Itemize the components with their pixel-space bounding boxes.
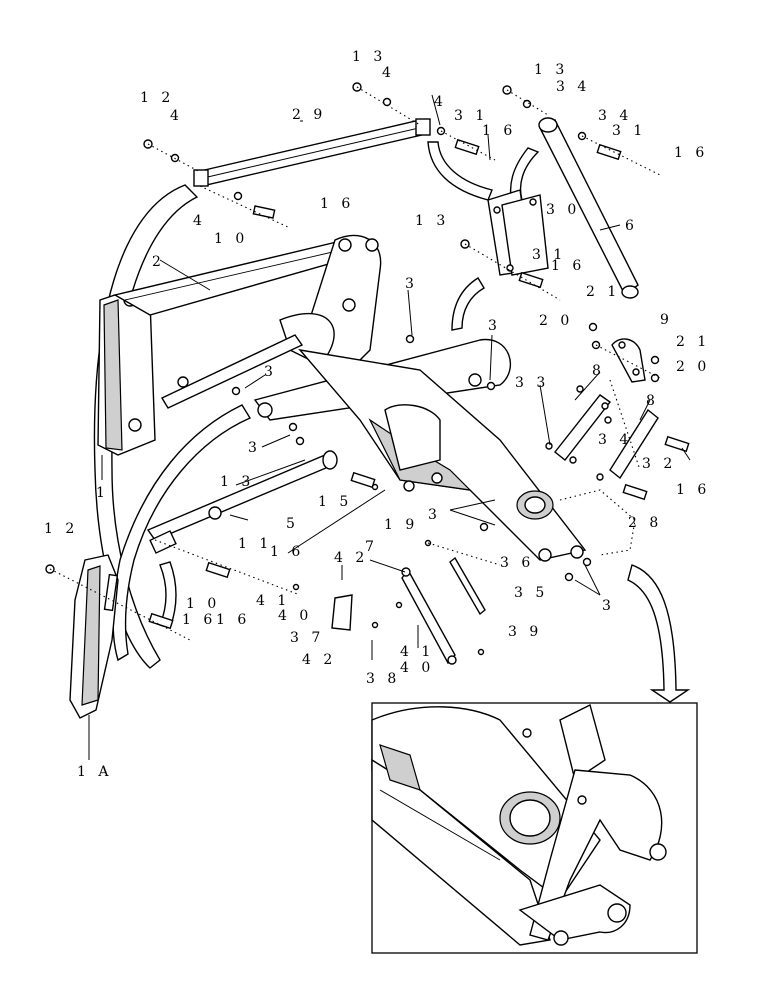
- pin-32: [664, 435, 690, 453]
- callout-35: 3 5: [514, 585, 548, 601]
- callout-31: 3 1: [532, 247, 566, 263]
- link-9: [611, 338, 646, 383]
- callout-16: 1 6: [674, 145, 708, 161]
- link-35: [449, 556, 486, 616]
- callout-3: 3: [488, 318, 501, 334]
- link-8-left: [554, 394, 612, 461]
- callout-40: 4 0: [278, 608, 312, 624]
- callout-37: 3 7: [290, 630, 324, 646]
- main-arm-body: [298, 348, 587, 562]
- callout-36: 3 6: [500, 555, 534, 571]
- pin-11: [205, 561, 231, 579]
- callout-32: 3 2: [642, 456, 676, 472]
- lift-cylinder-left: [161, 334, 304, 409]
- callout-1a: 1 A: [77, 764, 112, 780]
- callout-7: 7: [365, 539, 378, 555]
- link-7: [401, 567, 457, 665]
- callout-3: 3: [264, 364, 277, 380]
- callout-19: 1 9: [384, 517, 418, 533]
- bracket-37: [331, 594, 353, 631]
- curved-arrow-plate-c: [451, 277, 485, 331]
- callout-5: 5: [286, 516, 299, 532]
- left-upright-frame: [97, 293, 156, 456]
- callout-10: 1 0: [186, 596, 220, 612]
- callout-4: 4: [193, 213, 206, 229]
- callout-1: 1: [96, 485, 109, 501]
- callout-4: 4: [382, 65, 395, 81]
- leader-lines: [88, 94, 691, 760]
- pin-31-c: [518, 271, 544, 289]
- assembly-dotted-lines: [49, 86, 661, 641]
- callout-21: 2 1: [586, 284, 620, 300]
- callout-8: 8: [592, 363, 605, 379]
- callout-31: 3 1: [612, 123, 646, 139]
- callout-33: 3 3: [515, 375, 549, 391]
- pin-10-upper: [252, 205, 276, 219]
- callout-16: 1 6: [551, 258, 585, 274]
- callout-13: 1 3: [534, 62, 568, 78]
- callout-34: 3 4: [598, 108, 632, 124]
- callout-12: 1 2: [44, 521, 78, 537]
- callout-34: 3 4: [598, 432, 632, 448]
- curved-arrow-lower: [112, 404, 252, 662]
- callout-8: 8: [646, 393, 659, 409]
- inset-pointer-arrow: [627, 564, 691, 703]
- callout-3: 3: [405, 276, 418, 292]
- callout-13: 1 3: [415, 213, 449, 229]
- callout-3: 3: [248, 440, 261, 456]
- callout-13: 1 3: [352, 49, 386, 65]
- callout-labels: 1 3 4 1 2 4 2 9 4 3 1 1 6 1 3 3 4 3 4 3 …: [44, 49, 710, 780]
- callout-41: 4 1: [400, 644, 434, 660]
- callout-9: 9: [660, 312, 673, 328]
- callout-42: 4 2: [334, 550, 368, 566]
- callout-16: 1 6: [182, 612, 216, 628]
- callout-16: 1 6: [270, 544, 304, 560]
- callout-38: 3 8: [366, 671, 400, 687]
- pin-31-b: [596, 143, 622, 161]
- pin-28: [622, 483, 648, 501]
- callout-16: 1 6: [482, 123, 516, 139]
- callout-28: 2 8: [628, 515, 662, 531]
- callout-10: 1 0: [214, 231, 248, 247]
- callout-6: 6: [625, 218, 638, 234]
- cross-tube-part: [193, 118, 431, 187]
- callout-3: 3: [428, 507, 441, 523]
- pin-10-lower: [148, 612, 174, 630]
- callout-41: 4 1: [256, 593, 290, 609]
- bracket-1a: [69, 554, 119, 719]
- callout-15: 1 5: [318, 494, 352, 510]
- link-8-right: [609, 408, 659, 480]
- callout-16: 1 6: [676, 482, 710, 498]
- callout-40: 4 0: [400, 660, 434, 676]
- inset-detail: [371, 702, 698, 954]
- callout-20: 2 0: [676, 359, 710, 375]
- callout-4: 4: [170, 108, 183, 124]
- callout-4: 4: [434, 94, 447, 110]
- callout-2: 2: [152, 254, 165, 270]
- callout-11: 1 1: [238, 536, 272, 552]
- callout-16: 1 6: [216, 612, 250, 628]
- curved-arrow-plate-a: [427, 141, 493, 201]
- callout-16: 1 6: [320, 196, 354, 212]
- callout-13: 1 3: [220, 474, 254, 490]
- callout-30: 3 0: [546, 202, 580, 218]
- callout-12: 1 2: [140, 90, 174, 106]
- pin-31-a: [454, 138, 480, 156]
- bucket-cylinder-5: [146, 450, 338, 554]
- callout-3: 3: [602, 598, 615, 614]
- callout-31: 3 1: [454, 108, 488, 124]
- callout-39: 3 9: [508, 624, 542, 640]
- callout-21: 2 1: [676, 334, 710, 350]
- callout-20: 2 0: [539, 313, 573, 329]
- plate-30: [487, 189, 549, 276]
- callout-34: 3 4: [556, 79, 590, 95]
- callout-42: 4 2: [302, 652, 336, 668]
- cylinder-6: [538, 117, 639, 299]
- pin-15: [350, 471, 376, 489]
- callout-29: 2 9: [292, 107, 326, 123]
